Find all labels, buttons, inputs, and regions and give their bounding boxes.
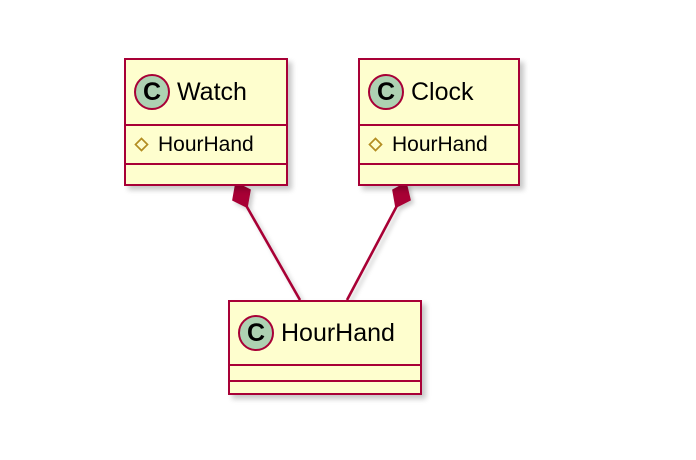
class-methods-compartment-hourhand bbox=[230, 380, 420, 393]
class-stereotype-icon-watch: C bbox=[134, 74, 170, 110]
class-attributes-compartment-hourhand bbox=[230, 364, 420, 380]
filled-diamond-icon-clock bbox=[392, 181, 411, 209]
class-name-watch: Watch bbox=[177, 77, 247, 106]
class-methods-compartment-clock bbox=[360, 163, 518, 184]
class-name-clock: Clock bbox=[411, 77, 474, 106]
class-attributes-compartment-clock: HourHand bbox=[360, 124, 518, 163]
class-title-compartment-watch: C Watch bbox=[126, 60, 286, 124]
class-stereotype-letter-hourhand: C bbox=[246, 318, 266, 347]
class-box-watch[interactable]: C Watch HourHand bbox=[124, 58, 288, 186]
composition-line-watch bbox=[241, 199, 302, 301]
class-title-compartment-clock: C Clock bbox=[360, 60, 518, 124]
class-name-hourhand: HourHand bbox=[281, 318, 395, 347]
class-attribute-name-clock-0: HourHand bbox=[392, 133, 488, 156]
class-attribute-name-watch-0: HourHand bbox=[158, 133, 254, 156]
class-stereotype-icon-clock: C bbox=[368, 74, 404, 110]
class-box-clock[interactable]: C Clock HourHand bbox=[358, 58, 520, 186]
class-attributes-compartment-watch: HourHand bbox=[126, 124, 286, 163]
class-title-compartment-hourhand: C HourHand bbox=[230, 302, 420, 364]
class-box-hourhand[interactable]: C HourHand bbox=[228, 300, 422, 395]
package-diamond-icon bbox=[134, 137, 149, 152]
package-diamond-icon bbox=[368, 137, 383, 152]
class-stereotype-letter-watch: C bbox=[142, 77, 162, 106]
composition-line-clock bbox=[345, 199, 402, 301]
filled-diamond-icon-watch bbox=[232, 181, 251, 209]
class-methods-compartment-watch bbox=[126, 163, 286, 184]
class-stereotype-letter-clock: C bbox=[376, 77, 396, 106]
class-stereotype-icon-hourhand: C bbox=[238, 315, 274, 351]
relationship-watch-hourhand[interactable] bbox=[232, 181, 302, 301]
relationship-clock-hourhand[interactable] bbox=[345, 181, 411, 301]
